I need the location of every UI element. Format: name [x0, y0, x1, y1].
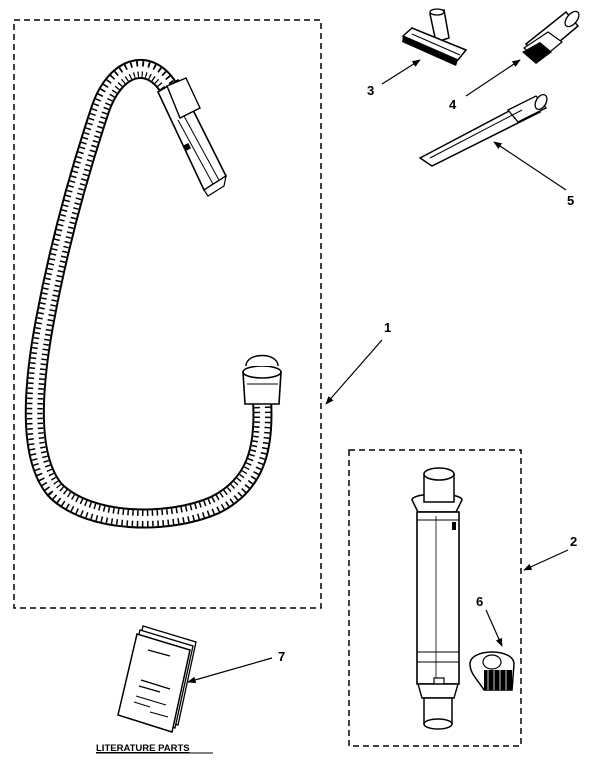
- hose-corrugation: [26, 61, 271, 527]
- literature-booklet: [117, 625, 197, 733]
- callout-6: 6: [476, 594, 483, 609]
- hose-group-box: [13, 19, 322, 609]
- leader-line-3: [381, 59, 421, 85]
- dusting-brush: [522, 10, 580, 64]
- leader-line-2: [523, 549, 569, 571]
- leader-line-6: [485, 609, 503, 647]
- callout-1: 1: [384, 320, 391, 335]
- hose-handle: [156, 77, 228, 197]
- hose-assembly: [24, 59, 282, 529]
- leader-line-7: [187, 657, 273, 684]
- wand-clip: [469, 651, 515, 691]
- leader-line-4: [465, 59, 521, 97]
- callout-2: 2: [570, 534, 577, 549]
- upholstery-tool: [401, 8, 468, 66]
- callout-3: 3: [367, 83, 374, 98]
- leader-line-5: [493, 141, 567, 191]
- wand-group-box: [348, 449, 522, 747]
- callout-4: 4: [449, 97, 457, 112]
- crevice-tool: [418, 93, 548, 167]
- callout-7: 7: [278, 649, 285, 664]
- callout-5: 5: [567, 193, 574, 208]
- extension-wand: [411, 467, 463, 730]
- hose-cuff: [242, 354, 282, 405]
- literature-parts-label: LITERATURE PARTS: [96, 743, 190, 754]
- leader-line-1: [325, 339, 383, 405]
